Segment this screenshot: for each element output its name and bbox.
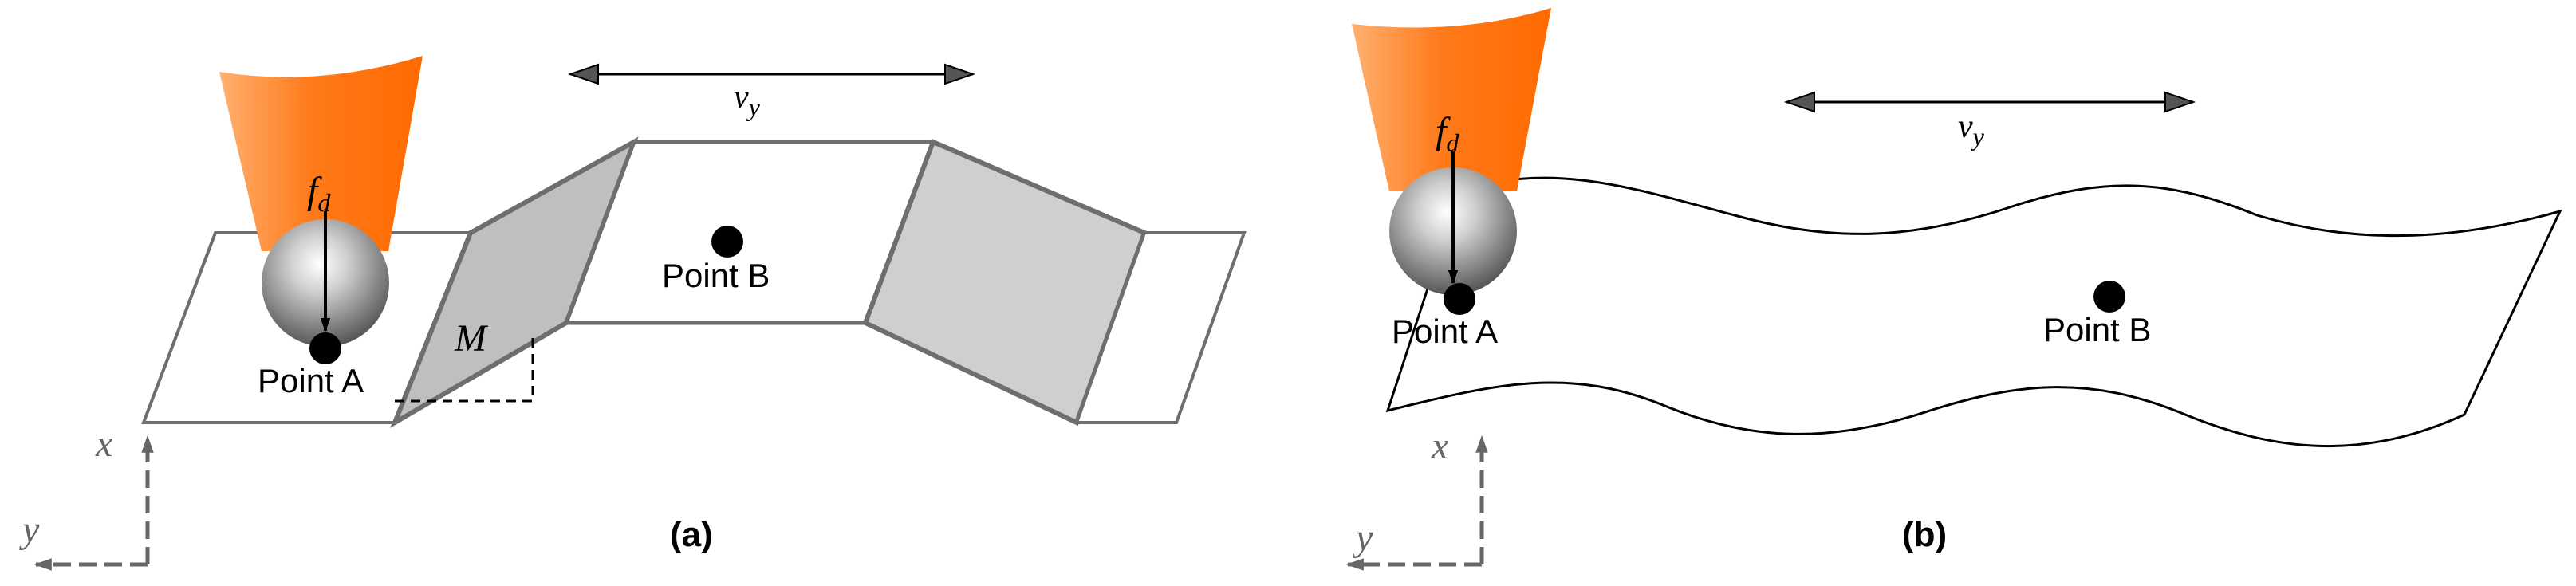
- axis-x-label-a: x: [95, 423, 112, 465]
- force-label-a: fd: [307, 170, 331, 217]
- point-a-label-a: Point A: [258, 362, 364, 399]
- axes-b: [1345, 435, 1488, 571]
- wavy-surface: [1385, 176, 2562, 448]
- point-b-marker-b: [2093, 281, 2125, 313]
- point-b-label-a: Point B: [662, 257, 770, 294]
- flat-surface-end: [1074, 231, 1247, 424]
- panel-b: vy fd Point A Point B x y (b): [1345, 8, 2562, 571]
- point-b-label-b: Point B: [2043, 311, 2151, 348]
- axis-y-label-b: y: [1352, 517, 1373, 559]
- cone-tool-icon-b: [1352, 8, 1551, 191]
- velocity-label-b: vy: [1958, 108, 1985, 151]
- caption-a: (a): [670, 515, 713, 554]
- velocity-arrow-a: [567, 63, 976, 85]
- point-a-marker-a: [309, 332, 341, 364]
- axis-y-label-a: y: [18, 509, 40, 551]
- caption-b: (b): [1902, 515, 1947, 554]
- point-a-marker-b: [1444, 283, 1475, 315]
- point-a-label-b: Point A: [1392, 313, 1498, 350]
- axis-x-label-b: x: [1431, 425, 1448, 467]
- point-b-marker-a: [711, 226, 743, 258]
- cone-tool-icon: [219, 56, 423, 251]
- axes-a: [33, 435, 154, 571]
- slope-angle-marker: [395, 335, 534, 403]
- velocity-arrow-b: [1783, 91, 2196, 113]
- velocity-label-a: vy: [734, 79, 761, 121]
- slope-label: M: [454, 317, 489, 360]
- panel-a: vy M fd Point A Point B x y (a): [18, 56, 1247, 571]
